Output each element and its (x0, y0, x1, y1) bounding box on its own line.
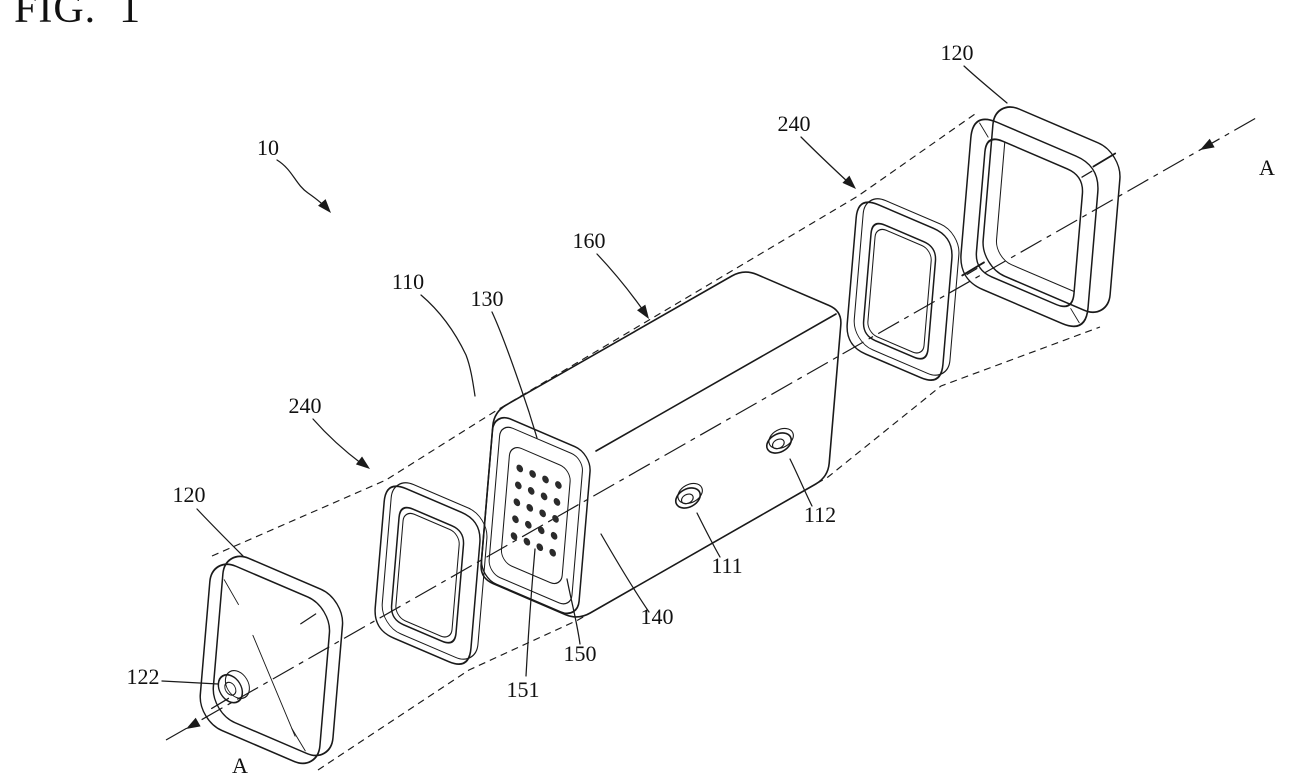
gasket-right (846, 191, 962, 383)
open-end-rim (488, 426, 583, 605)
ref-label-10: 10 (257, 135, 279, 160)
gasket-right-hole-inner-edge (867, 228, 932, 354)
gasket-right-frame (846, 201, 953, 381)
ref-label-120-left: 120 (173, 482, 206, 507)
gasket-left-hole-inner-edge (395, 512, 460, 638)
ref-label-151: 151 (507, 677, 540, 702)
case-open-end-face (480, 416, 591, 615)
end-cap-right-rim (960, 118, 1099, 328)
leader-111 (696, 512, 721, 558)
perforated-plate (500, 447, 571, 585)
leader-122 (161, 680, 219, 685)
vent-111 (674, 482, 703, 509)
perforation-holes (510, 464, 562, 557)
cap-corner-tick (291, 727, 306, 752)
leader-120-right (963, 65, 1008, 104)
rim-corner-tick (1070, 308, 1080, 324)
leader-240-right (800, 136, 850, 184)
ref-label-110: 110 (392, 269, 424, 294)
rim-corner-tick (979, 122, 989, 138)
case-body (480, 271, 842, 618)
ref-label-140: 140 (641, 604, 674, 629)
case-body-top-front-edge (595, 313, 837, 452)
leader-130 (491, 311, 538, 439)
section-letter-a-bottom: A (232, 753, 248, 777)
gasket-left-frame (374, 485, 481, 665)
rim-corner-tick (1081, 170, 1093, 178)
leader-112 (789, 458, 813, 507)
end-cap-right-side-edge-top (1092, 152, 1117, 168)
cap-corner-tick (223, 579, 239, 606)
ref-label-240-left: 240 (289, 393, 322, 418)
leader-110 (420, 294, 476, 397)
leader-240-left (312, 418, 363, 465)
leader-140 (600, 533, 650, 613)
ref-label-160: 160 (573, 228, 606, 253)
section-letter-a-top: A (1259, 155, 1275, 180)
ref-label-112: 112 (804, 502, 836, 527)
ref-label-120-right: 120 (941, 40, 974, 65)
section-axis-line (165, 117, 1257, 741)
leader-160 (596, 253, 646, 314)
end-cap-right (960, 97, 1123, 328)
projection-line-top (211, 113, 976, 557)
open-end-outline (480, 416, 591, 615)
cap-crease-line (252, 634, 296, 737)
case-body-silhouette (480, 271, 842, 618)
ref-label-122: 122 (127, 664, 160, 689)
end-cap-right-side-edge-bottom (961, 261, 985, 277)
figure-title: FIG. 1 (14, 0, 141, 32)
gasket-left (374, 475, 490, 667)
ref-label-240-right: 240 (778, 111, 811, 136)
ref-label-111: 111 (711, 553, 742, 578)
leader-151 (525, 548, 536, 677)
vent-112 (765, 427, 794, 454)
ref-label-150: 150 (564, 641, 597, 666)
ref-label-130: 130 (471, 286, 504, 311)
leader-150 (566, 578, 581, 645)
rim-corner-tick (966, 267, 978, 276)
cap-corner-tick (300, 613, 317, 625)
leader-120-left (196, 508, 244, 557)
